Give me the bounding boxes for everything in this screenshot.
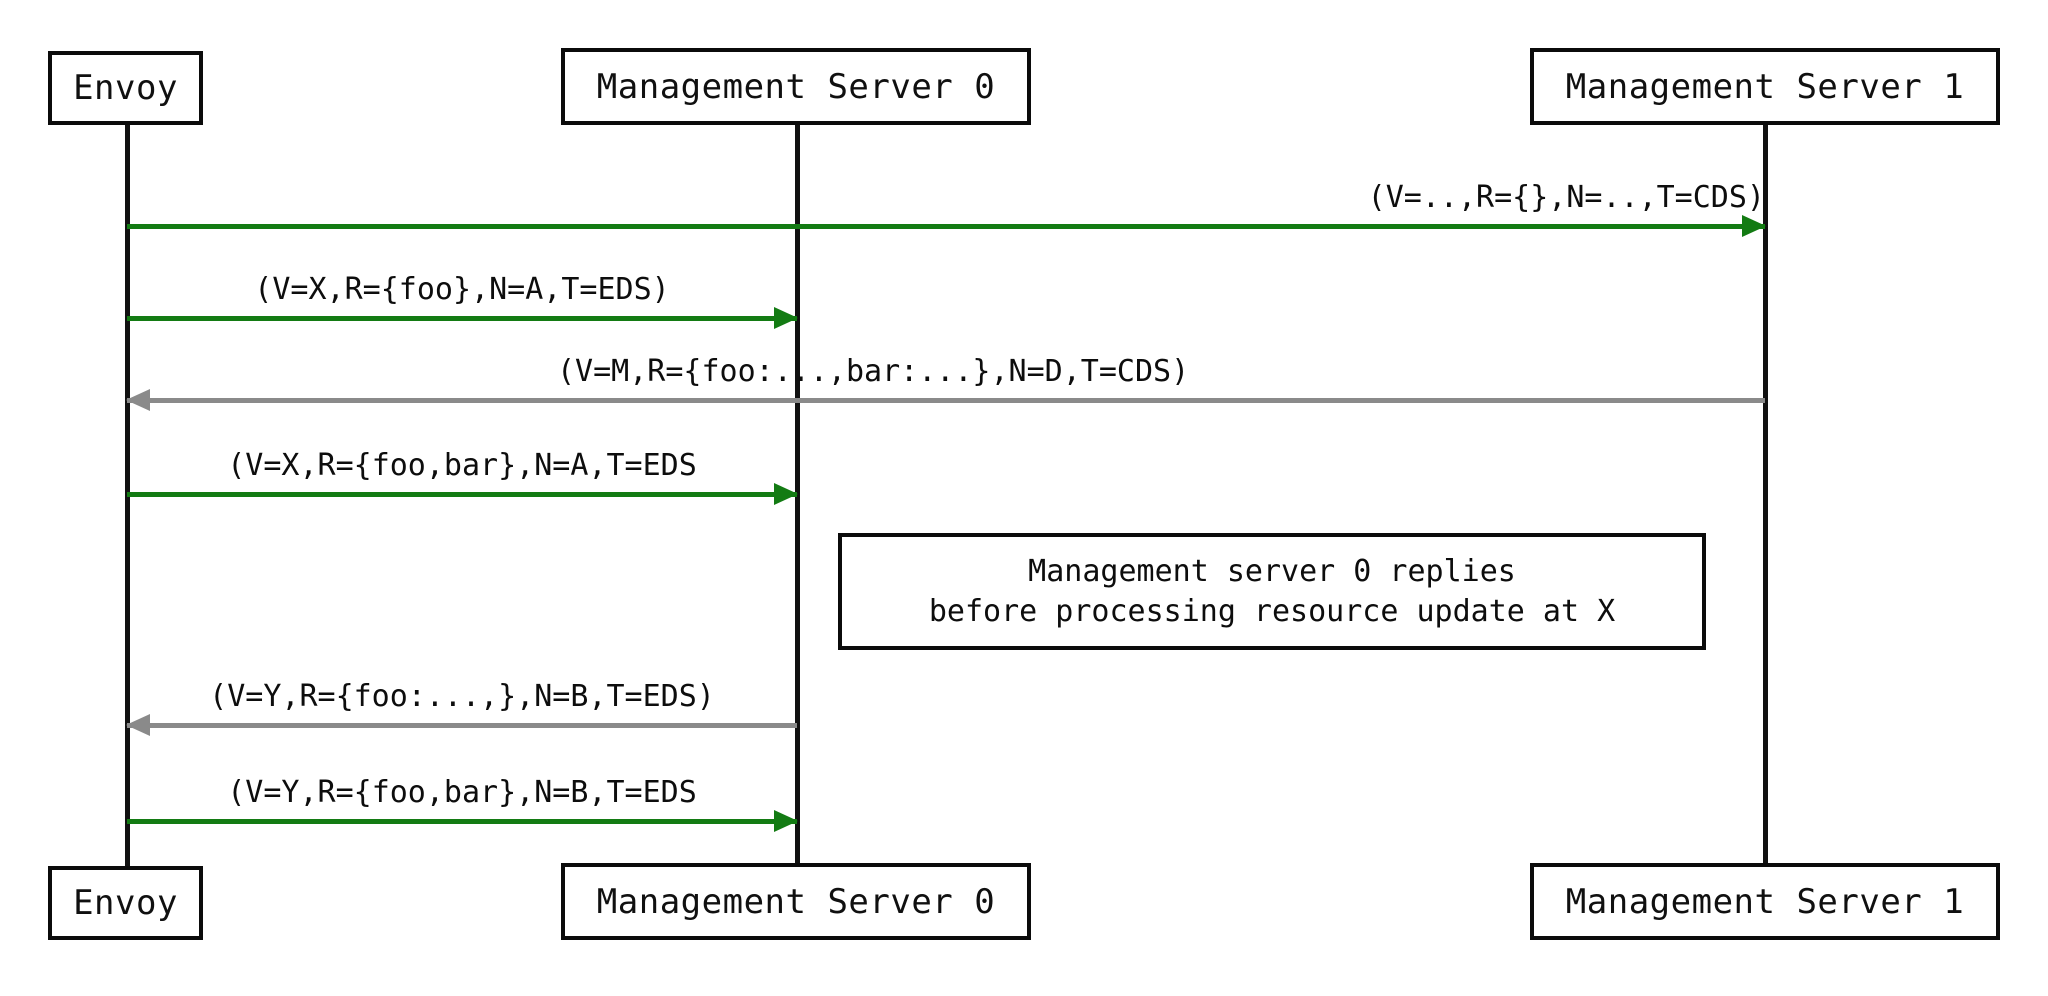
message-4-label: (V=X,R={foo,bar},N=A,T=EDS (227, 448, 697, 483)
arrowhead-left-icon (126, 389, 150, 411)
participant-label-management-server-0-top: Management Server 0 (596, 66, 996, 107)
participant-label-envoy-bottom: Envoy (73, 883, 178, 923)
message-1-label: (V=..,R={},N=..,T=CDS) (1367, 180, 1765, 215)
participant-label-management-server-1-top: Management Server 1 (1565, 66, 1965, 107)
arrowhead-right-icon (1742, 215, 1766, 237)
participant-box-envoy-top[interactable]: Envoy (48, 51, 203, 125)
message-6-line (127, 819, 797, 824)
note-line-1: Management server 0 replies (1028, 553, 1516, 589)
arrowhead-right-icon (774, 307, 798, 329)
message-1-line (127, 224, 1765, 229)
participant-box-management-server-1-top[interactable]: Management Server 1 (1530, 48, 2000, 125)
participant-label-management-server-1-bottom: Management Server 1 (1565, 881, 1965, 922)
lifeline-management-server-1 (1763, 123, 1768, 868)
note-line-2: before processing resource update at X (928, 593, 1616, 629)
arrowhead-right-icon (774, 810, 798, 832)
participant-label-management-server-0-bottom: Management Server 0 (596, 881, 996, 922)
arrowhead-right-icon (774, 483, 798, 505)
participant-box-management-server-0-bottom[interactable]: Management Server 0 (561, 863, 1031, 940)
message-3-line (127, 398, 1765, 403)
message-6-label: (V=Y,R={foo,bar},N=B,T=EDS (227, 775, 697, 810)
note-management-server-0-replies: Management server 0 replies before proce… (838, 533, 1706, 650)
participant-box-management-server-1-bottom[interactable]: Management Server 1 (1530, 863, 2000, 940)
message-2-line (127, 316, 797, 321)
participant-label-envoy-top: Envoy (73, 68, 178, 108)
arrowhead-left-icon (126, 714, 150, 736)
message-5-label: (V=Y,R={foo:...,},N=B,T=EDS) (209, 679, 715, 714)
message-2-label: (V=X,R={foo},N=A,T=EDS) (254, 272, 670, 307)
participant-box-envoy-bottom[interactable]: Envoy (48, 866, 203, 940)
message-5-line (127, 723, 797, 728)
message-4-line (127, 492, 797, 497)
message-3-label: (V=M,R={foo:...,bar:...},N=D,T=CDS) (557, 354, 1190, 389)
participant-box-management-server-0-top[interactable]: Management Server 0 (561, 48, 1031, 125)
